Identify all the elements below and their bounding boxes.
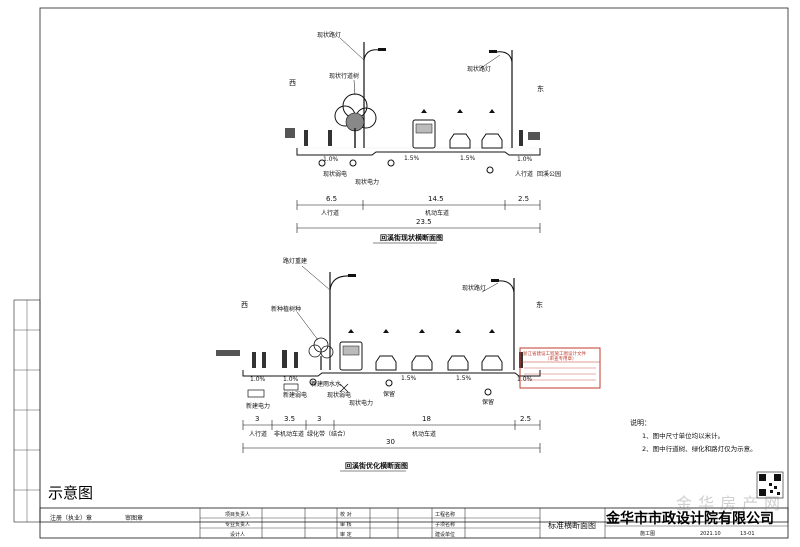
bottom-slope-4: 1.5% (456, 375, 472, 382)
stamp-subtitle: （审查专用章） (545, 355, 577, 362)
title-block: 项目负责人 专业负责人 设计人 校 对 审 核 审 定 工程名称 子项名称 建设… (39, 507, 789, 539)
top-dim-3: 2.5 (518, 195, 529, 203)
top-total-width: 23.5 (416, 218, 432, 226)
top-tree-label: 现状行道树 (329, 72, 359, 80)
bottom-dim-5: 2.5 (520, 415, 531, 423)
bottom-dim-label-4: 机动车道 (412, 430, 436, 438)
review-stamp: 浙江省建设工程施工图设计文件 （审查专用章） (519, 347, 601, 389)
drawing-title: 标准横断面图 (548, 520, 596, 530)
bottom-west-label: 西 (241, 301, 248, 309)
qr-code-icon (756, 471, 784, 499)
title-date: 2021.10 (700, 531, 721, 537)
top-dim-label-2: 机动车道 (425, 209, 449, 217)
top-east-label: 东 (537, 84, 544, 93)
top-dim-1: 6.5 (326, 195, 337, 203)
title-project-sub: 子项名称 (435, 521, 455, 528)
bottom-lamp-right-label: 现状路灯 (462, 284, 486, 292)
bottom-slope-2: 1.0% (283, 376, 299, 383)
top-slope-3: 1.5% (460, 155, 476, 162)
title-drawing-no: 13-01 (740, 531, 755, 537)
top-lamp-right-label: 现状路灯 (467, 65, 491, 73)
bottom-dim-label-3: 绿化带（结合） (307, 430, 349, 438)
watermark: 金华房产网 (676, 494, 787, 513)
bottom-dim-3: 3 (317, 415, 321, 423)
bottom-new-power-label: 新建电力 (246, 402, 270, 410)
bottom-new-tree-label: 新种植树种 (271, 305, 301, 313)
title-row-left-1: 项目负责人 (225, 511, 250, 518)
top-dim-2: 14.5 (428, 195, 444, 203)
bottom-dim-2: 3.5 (284, 415, 295, 423)
bottom-new-power-cable-label: 新建弱电 (283, 391, 307, 399)
top-power-cable-label: 现状弱电 (323, 170, 347, 178)
top-section-title: 回溪街现状横断面图 (380, 233, 443, 242)
top-power-line-label: 现状电力 (355, 178, 379, 186)
bottom-keep-1-label: 保留 (383, 390, 395, 398)
bottom-total-width: 30 (386, 438, 395, 446)
side-note-1: 注册（执业）章 (50, 514, 92, 522)
title-row-mid-2: 审 核 (340, 521, 352, 528)
top-lamp-left-label: 现状路灯 (317, 31, 341, 39)
bottom-dim-4: 18 (422, 415, 431, 423)
bottom-section-title: 回溪街优化横断面图 (345, 461, 408, 470)
bottom-dim-1: 3 (255, 415, 259, 423)
title-row-left-3: 设计人 (230, 531, 245, 538)
top-cross-section: 西 东 现状路灯 现状行道树 现状路灯 1.0% 1.5% 1.5% 1.0% … (285, 31, 561, 244)
top-dim-label-1: 人行道 (321, 209, 339, 217)
title-project-unit: 建设单位 (435, 531, 455, 538)
title-row-mid-1: 校 对 (340, 511, 352, 518)
caption: 示意图 (48, 484, 94, 502)
title-row-left-2: 专业负责人 (225, 521, 250, 528)
bottom-keep-2-label: 保留 (482, 398, 494, 406)
bottom-cross-section: 西 东 路灯重建 新种植树种 现状路灯 1.0% 1.0% 1.5% 1.5% … (216, 257, 543, 472)
bottom-new-rainwater-label: 新建雨水水 (311, 380, 341, 388)
side-note-2: 审图章 (125, 514, 143, 522)
bottom-slope-1: 1.0% (250, 376, 266, 383)
bottom-slope-3: 1.5% (401, 375, 417, 382)
bottom-existing-cable-label: 现状弱电 (327, 391, 351, 399)
top-sidewalk-right-label: 人行道 (515, 170, 533, 178)
bottom-existing-power-label: 现状电力 (349, 399, 373, 407)
notes-item-2: 2、图中行道树、绿化和路灯仅为示意。 (642, 444, 757, 453)
bottom-dim-label-2: 非机动车道 (274, 430, 304, 438)
top-slope-2: 1.5% (404, 155, 420, 162)
bottom-slope-5: 1.0% (517, 376, 533, 383)
top-slope-1: 1.0% (323, 156, 339, 163)
bottom-dim-label-1: 人行道 (249, 430, 267, 438)
stamp-title: 浙江省建设工程施工图设计文件 (523, 350, 586, 357)
notes-heading: 说明： (630, 418, 651, 427)
bottom-lamp-rebuild-label: 路灯重建 (283, 257, 307, 265)
title-stage: 施工图 (640, 530, 655, 537)
top-west-label: 西 (289, 79, 296, 87)
top-park-label: 回溪公园 (537, 170, 561, 178)
bottom-east-label: 东 (536, 300, 543, 309)
title-row-mid-3: 审 定 (340, 531, 352, 538)
top-slope-4: 1.0% (517, 156, 533, 163)
notes-item-1: 1、图中尺寸单位均以米计。 (642, 431, 724, 440)
title-project-label: 工程名称 (435, 511, 455, 518)
company-name: 金华市市政设计院有限公司 (606, 511, 774, 527)
